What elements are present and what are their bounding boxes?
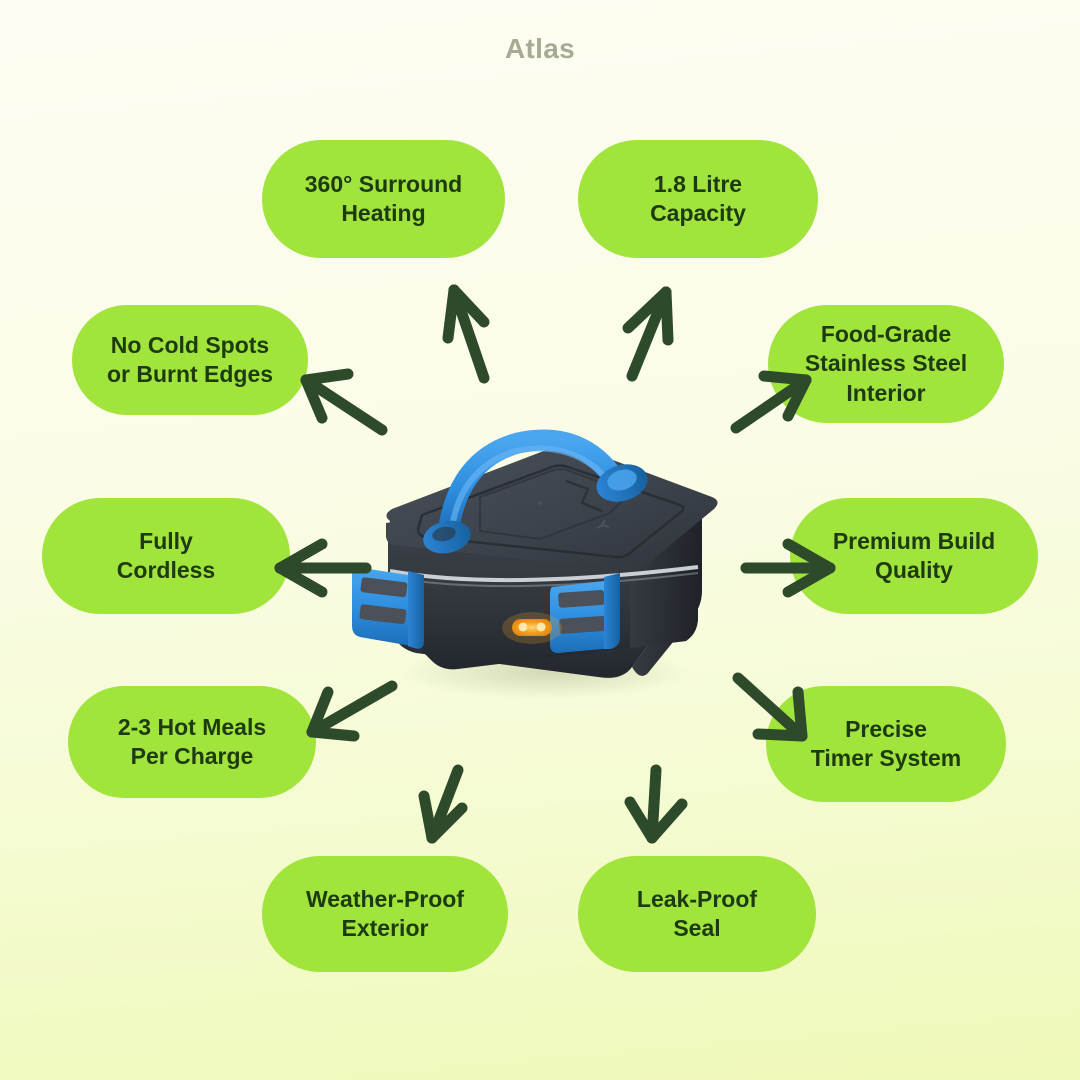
arrow-to-leak-proof [624, 764, 688, 844]
feature-pill-stainless-interior[interactable]: Food-Grade Stainless Steel Interior [768, 305, 1004, 423]
feature-label: 360° Surround Heating [304, 170, 463, 226]
feature-pill-leak-proof[interactable]: Leak-Proof Seal [578, 856, 816, 972]
feature-label: 2-3 Hot Meals Per Charge [117, 713, 267, 769]
page-title: Atlas [505, 33, 575, 64]
feature-label: Premium Build Quality [832, 527, 996, 583]
right-latch [550, 573, 620, 653]
feature-label: Food-Grade Stainless Steel Interior [804, 320, 968, 406]
feature-pill-timer-system[interactable]: Precise Timer System [766, 686, 1006, 802]
power-led-indicator [502, 612, 562, 644]
feature-pill-hot-meals[interactable]: 2-3 Hot Meals Per Charge [68, 686, 316, 798]
left-latch [352, 566, 424, 649]
feature-label: Precise Timer System [810, 715, 962, 771]
feature-pill-premium-build[interactable]: Premium Build Quality [790, 498, 1038, 614]
carry-handle [423, 429, 648, 554]
arrow-to-weather-proof [418, 764, 468, 844]
feature-pill-surround-heating[interactable]: 360° Surround Heating [262, 140, 505, 258]
feature-pill-weather-proof[interactable]: Weather-Proof Exterior [262, 856, 508, 972]
arrow-to-capacity [622, 286, 674, 382]
feature-label: 1.8 Litre Capacity [650, 170, 746, 226]
feature-pill-fully-cordless[interactable]: Fully Cordless [42, 498, 290, 614]
feature-label: Fully Cordless [116, 527, 216, 583]
product-image-electric-lunch-box [330, 385, 750, 705]
feature-pill-no-cold-spots[interactable]: No Cold Spots or Burnt Edges [72, 305, 308, 415]
feature-label: No Cold Spots or Burnt Edges [106, 331, 274, 387]
feature-pill-capacity[interactable]: 1.8 Litre Capacity [578, 140, 818, 258]
arrow-to-surround-heating [442, 284, 490, 384]
feature-label: Leak-Proof Seal [636, 885, 758, 941]
feature-label: Weather-Proof Exterior [305, 885, 465, 941]
